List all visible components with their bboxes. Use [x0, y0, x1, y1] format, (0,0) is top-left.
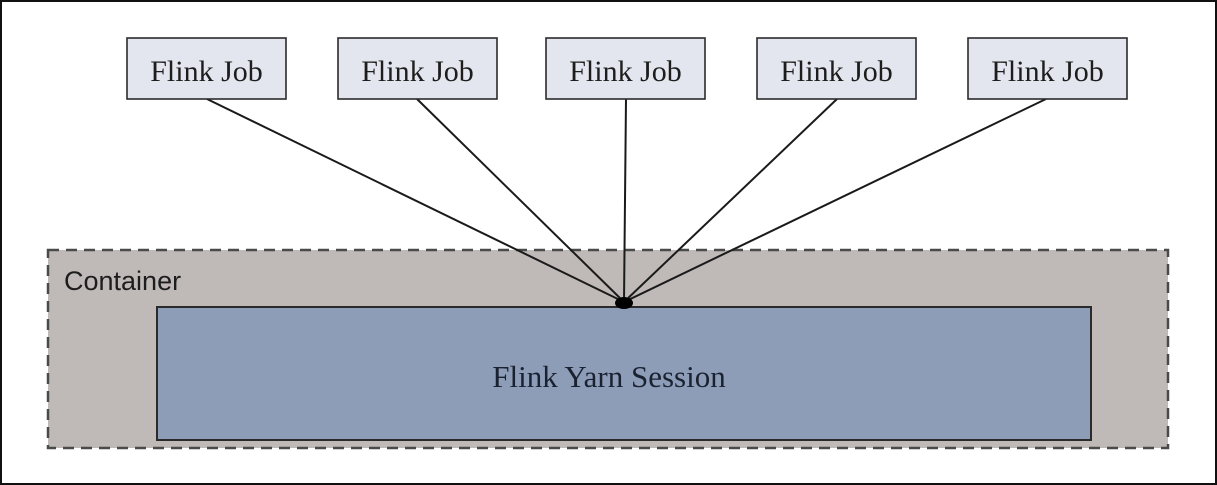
connector-line [623, 98, 627, 303]
job-label: Flink Job [780, 55, 893, 88]
container-label: Container [64, 266, 181, 296]
job-box: Flink Job [545, 37, 706, 100]
connector-line [623, 98, 838, 303]
connectors [206, 98, 1047, 303]
session-box [156, 306, 1092, 441]
job-box: Flink Job [337, 37, 498, 100]
job-box: Flink Job [967, 37, 1128, 100]
job-box: Flink Job [126, 37, 287, 100]
connector-line [206, 98, 625, 303]
job-label: Flink Job [361, 55, 474, 88]
connector-line [623, 98, 1047, 303]
session-label: Flink Yarn Session [492, 359, 726, 394]
job-label: Flink Job [150, 55, 263, 88]
connector-line [416, 98, 625, 303]
session-group: Flink Yarn Session [156, 306, 1092, 441]
connector-hub [615, 297, 633, 309]
job-label: Flink Job [569, 55, 682, 88]
job-label: Flink Job [991, 55, 1104, 88]
job-box: Flink Job [756, 37, 917, 100]
